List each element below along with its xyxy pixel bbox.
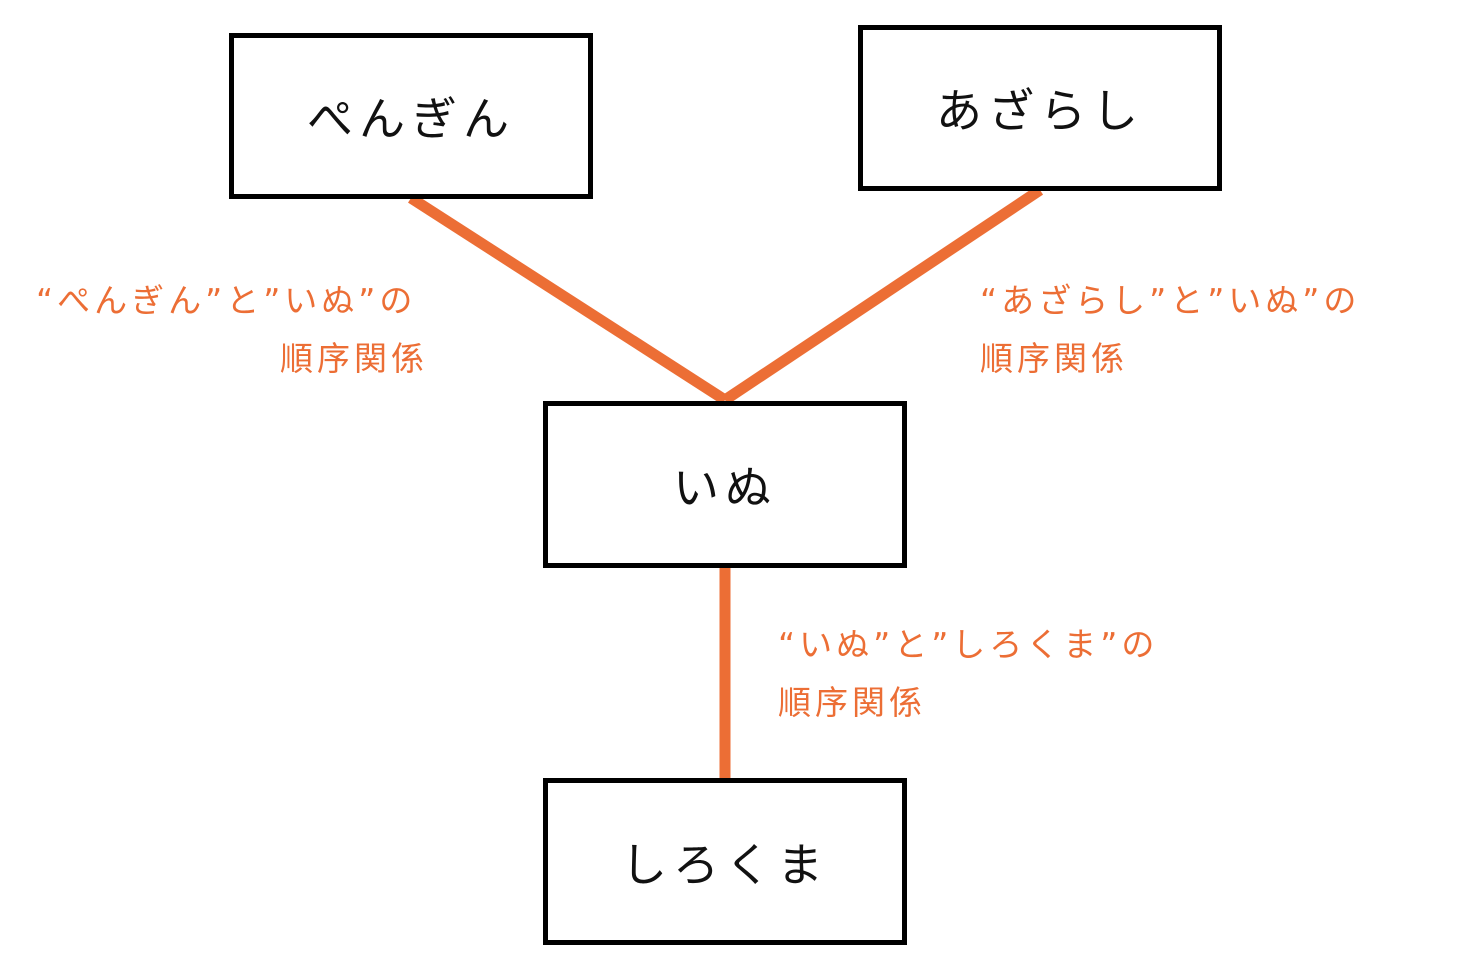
edge-label-seal-dog: “あざらし”と”いぬ”の 順序関係 (980, 272, 1360, 388)
edge-label-penguin-dog: “ぺんぎん”と”いぬ”の 順序関係 (36, 272, 428, 388)
edge-penguin-dog (408, 193, 728, 405)
edge-label-line1: “いぬ”と”しろくま”の (778, 625, 1159, 664)
node-penguin: ぺんぎん (229, 33, 593, 199)
node-seal: あざらし (858, 25, 1222, 191)
edge-label-line1: “あざらし”と”いぬ”の (980, 281, 1361, 320)
edge-label-line2: 順序関係 (980, 339, 1128, 378)
edge-label-line1: “ぺんぎん”と”いぬ”の (36, 281, 417, 320)
edge-label-dog-polar-bear: “いぬ”と”しろくま”の 順序関係 (778, 616, 1158, 732)
edge-label-line2: 順序関係 (280, 339, 428, 378)
edge-seal-dog (721, 185, 1044, 405)
node-polar-bear: しろくま (543, 778, 907, 945)
node-dog: いぬ (543, 401, 907, 568)
edge-label-line2: 順序関係 (778, 683, 926, 722)
